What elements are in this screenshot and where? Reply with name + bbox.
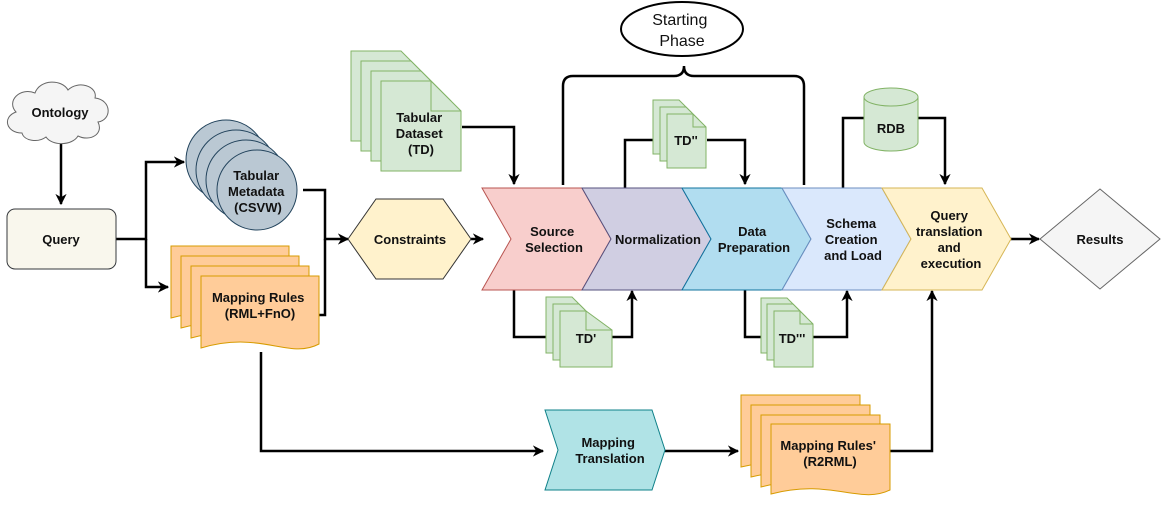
source-selection-label: Source Selection <box>525 224 583 255</box>
edge-tdprime-normalization <box>612 289 638 339</box>
normalization-label: Normalization <box>615 232 701 247</box>
edge-rdb-query <box>918 116 951 186</box>
td-double-prime-label: TD'' <box>674 133 698 148</box>
constraints-hexagon: Constraints <box>347 198 472 280</box>
starting-phase-group: Starting Phase <box>561 1 806 185</box>
query-label: Query <box>42 232 80 247</box>
edge-tdtriple-schema <box>813 289 853 339</box>
mapping-rules-stack: Mapping Rules (RML+FnO) <box>170 245 320 350</box>
pipeline-steps: Source Selection Normalization Data Prep… <box>481 187 1012 291</box>
edge-dataset-source <box>462 125 520 186</box>
results-diamond: Results <box>1039 188 1161 290</box>
td-triple-prime-label: TD''' <box>779 331 806 346</box>
edge-schema-rdb <box>841 116 864 188</box>
mapping-rules-prime-stack: Mapping Rules' (R2RML) <box>740 394 891 496</box>
tabular-dataset-stack: Tabular Dataset (TD) <box>350 50 462 172</box>
tabular-dataset-label: Tabular Dataset (TD) <box>396 110 447 157</box>
edges <box>55 116 1041 457</box>
edge-source-tdprime <box>512 290 559 339</box>
edge-mapping-translation <box>259 352 545 457</box>
td-prime-label: TD' <box>576 331 596 346</box>
td-prime-stack: TD' <box>545 296 613 368</box>
query-box: Query <box>6 208 117 270</box>
step-source-selection: Source Selection <box>481 187 612 291</box>
edge-query-mapping <box>144 239 170 293</box>
rdb-cylinder: RDB <box>863 87 919 152</box>
ontology-label: Ontology <box>31 105 89 120</box>
td-triple-prime-stack: TD''' <box>760 297 814 368</box>
mapping-translation-label: Mapping Translation <box>575 435 644 466</box>
starting-phase-label: Starting Phase <box>652 12 712 50</box>
mapping-rules-prime-label: Mapping Rules' (R2RML) <box>780 438 879 469</box>
step-query-translation: Query translation and execution <box>881 187 1012 291</box>
edge-rules-prime-query <box>890 289 938 453</box>
edge-metadata-constraints <box>303 188 350 245</box>
constraints-label: Constraints <box>374 232 446 247</box>
edge-preparation-tdtriple <box>743 290 761 339</box>
edge-query-metadata <box>116 156 186 241</box>
edge-mapping-constraints <box>319 239 327 317</box>
edge-tddouble-preparation <box>707 138 751 186</box>
tabular-metadata-stack: Tabular Metadata (CSVW) <box>185 119 298 231</box>
edge-normalization-tddouble <box>623 138 653 188</box>
mapping-translation-step: Mapping Translation <box>544 409 666 491</box>
ontology-cloud: Ontology <box>7 81 109 145</box>
query-translation-label: Query translation and execution <box>916 208 986 271</box>
td-double-prime-stack: TD'' <box>652 99 707 169</box>
tabular-metadata-label: Tabular Metadata (CSVW) <box>228 168 288 215</box>
data-preparation-label: Data Preparation <box>718 224 790 255</box>
schema-creation-label: Schema Creation and Load <box>824 216 882 263</box>
step-data-preparation: Data Preparation <box>681 187 812 291</box>
results-label: Results <box>1077 232 1124 247</box>
mapping-rules-label: Mapping Rules (RML+FnO) <box>212 290 308 321</box>
rdb-label: RDB <box>877 121 905 136</box>
